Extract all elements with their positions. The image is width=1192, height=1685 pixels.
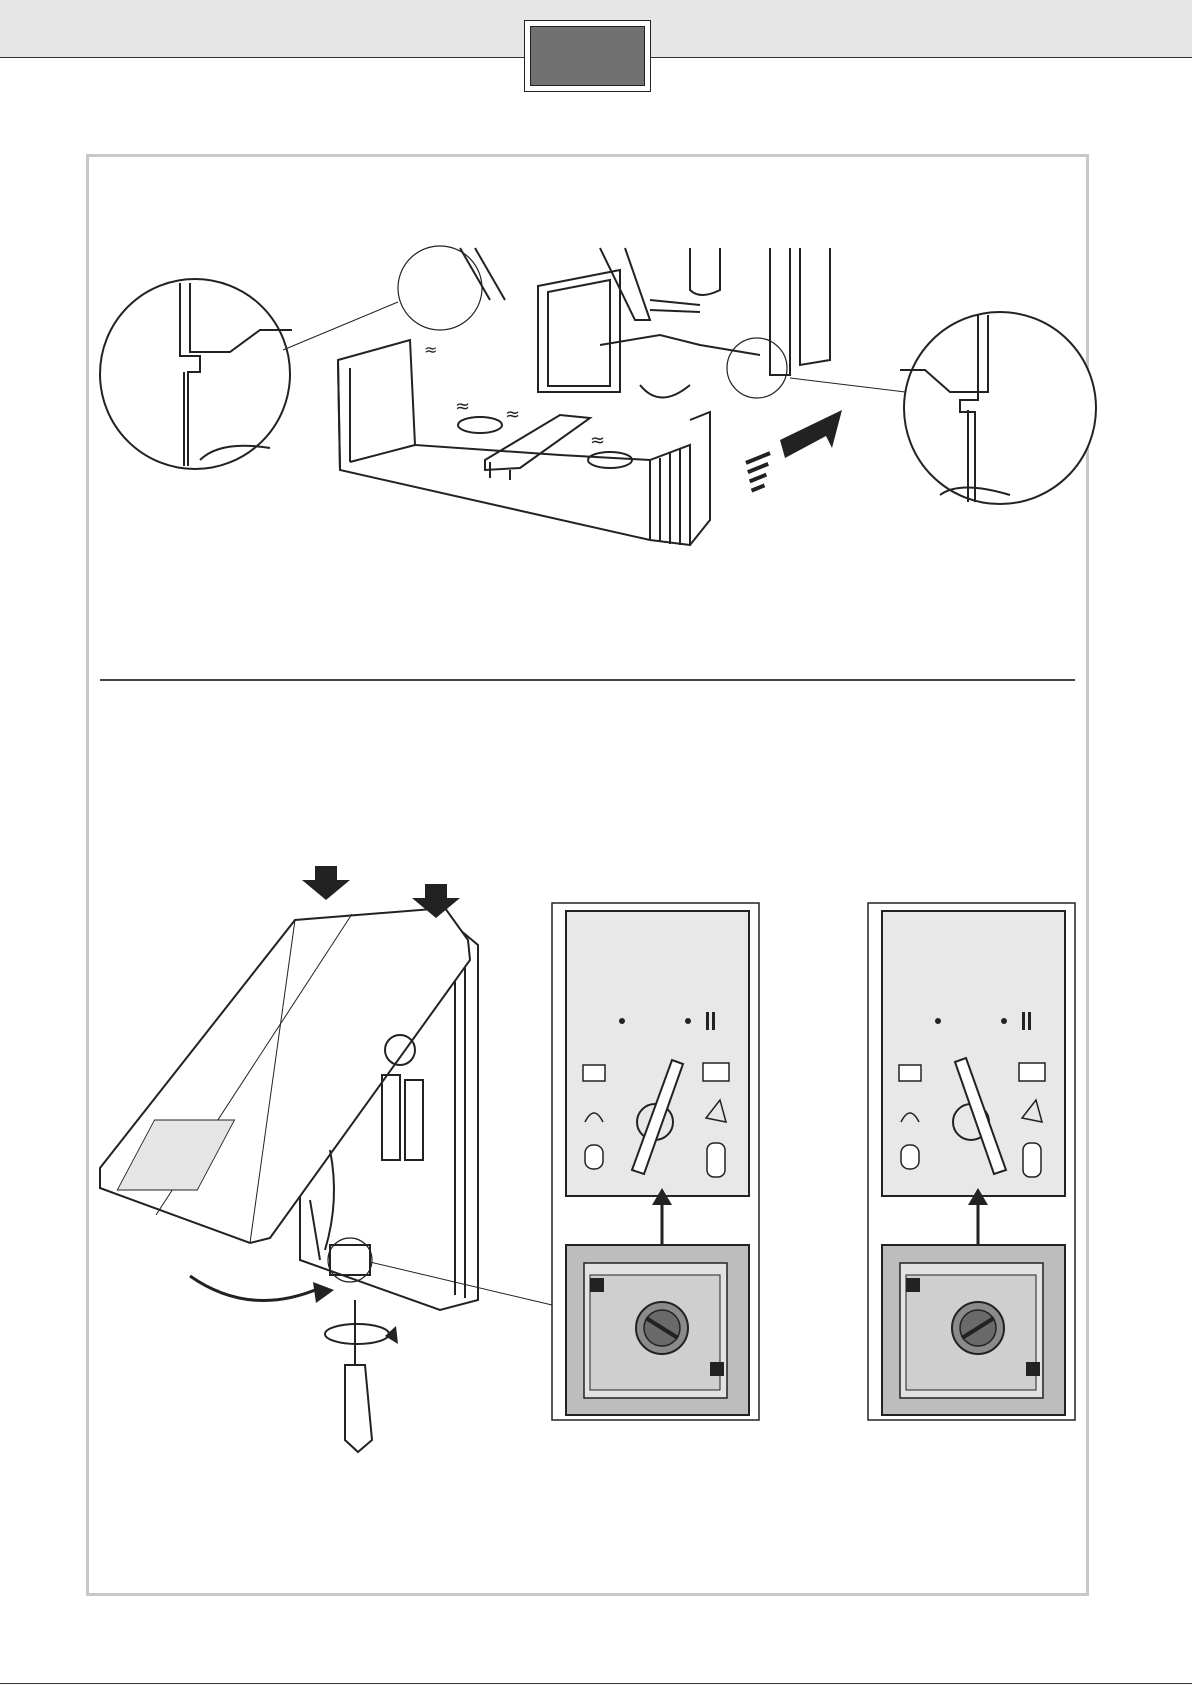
bottom-rule <box>0 1683 1192 1684</box>
